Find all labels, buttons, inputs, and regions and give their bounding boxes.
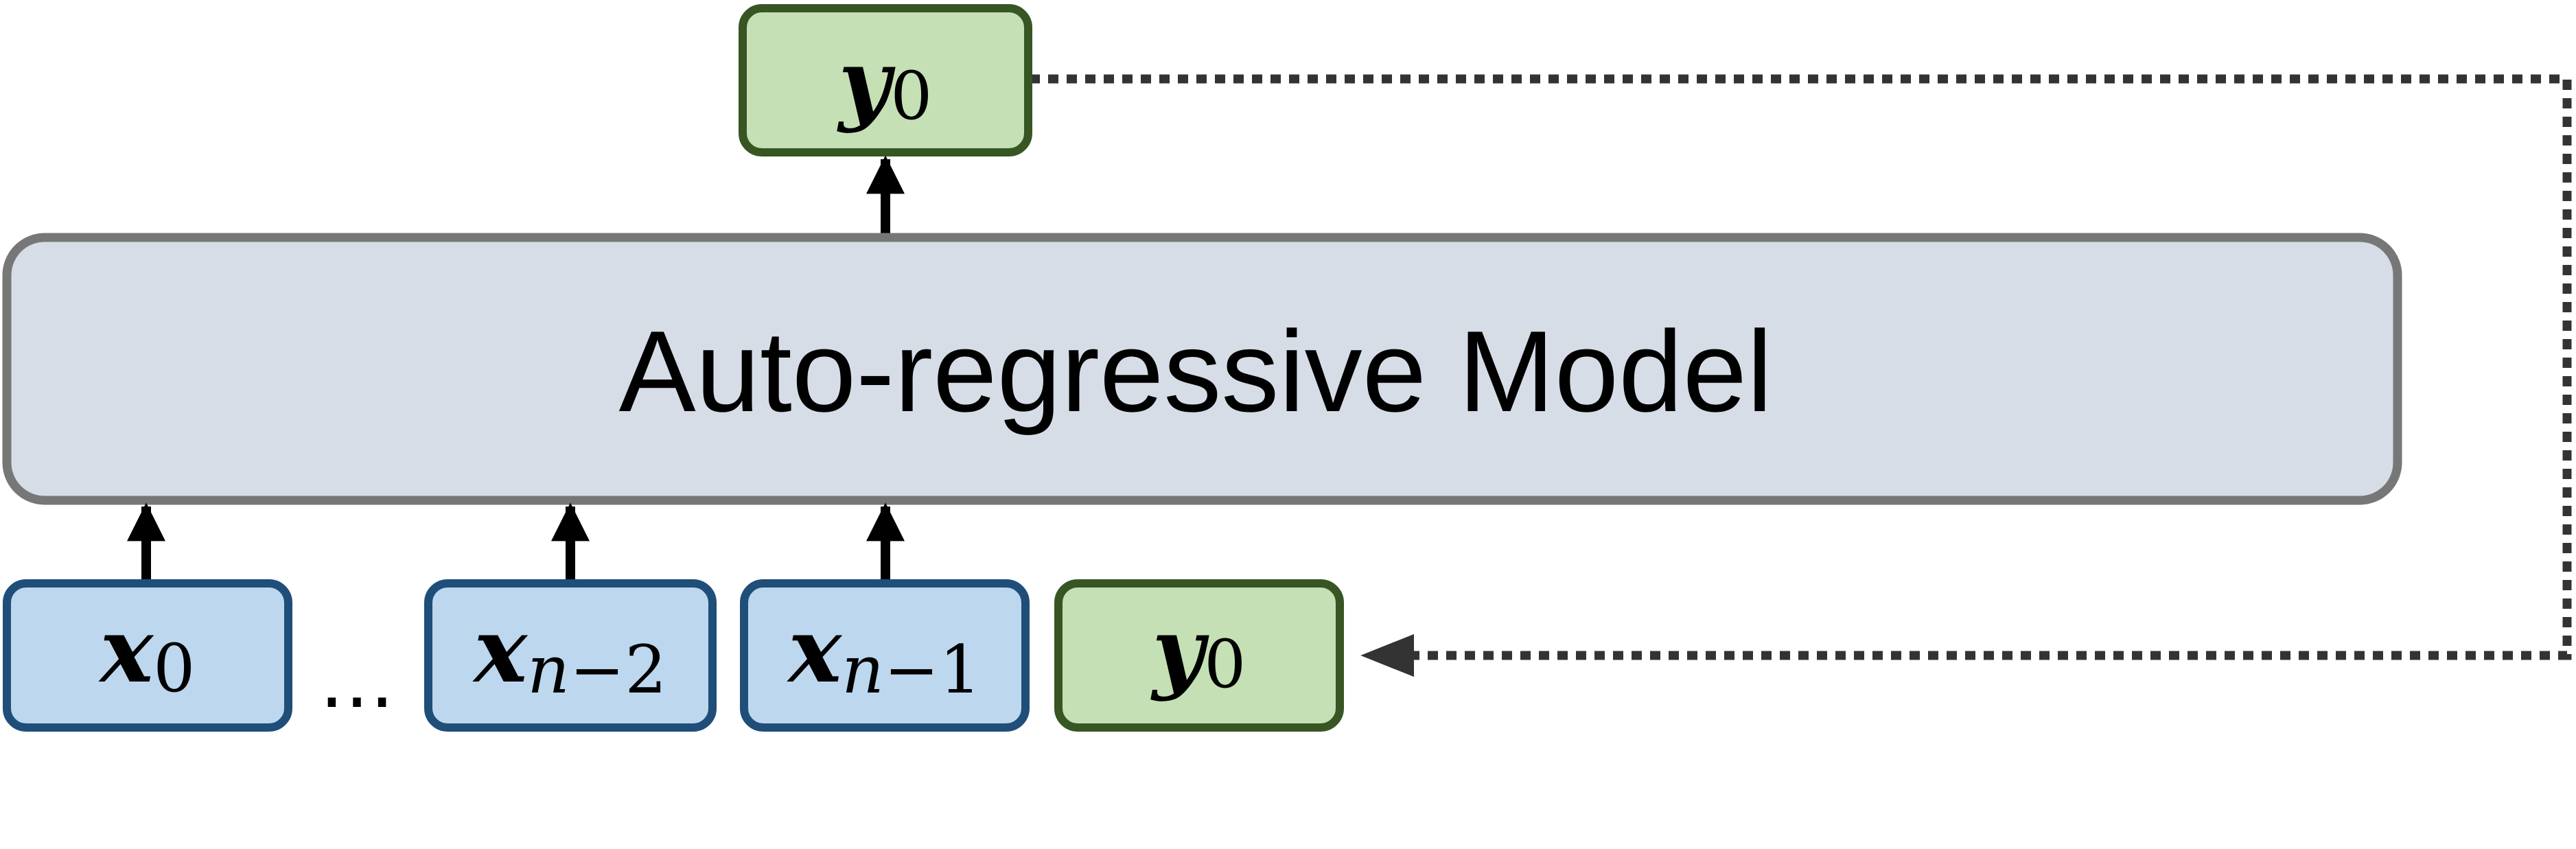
ellipsis: …: [319, 637, 395, 725]
output-var: y: [837, 30, 896, 135]
output-sub: 0: [890, 58, 932, 135]
output-box-rect: [739, 4, 1032, 156]
input-var-0: x: [98, 598, 154, 703]
input-subvar-2: n: [842, 631, 884, 708]
input-box-rect-0: [3, 579, 292, 732]
output-token-label: y0: [837, 30, 933, 135]
input-token-box-0: x0: [3, 579, 292, 732]
input-token-label-2: xn−1: [787, 598, 982, 708]
input-var-1: x: [472, 598, 529, 703]
feedback-loop-line: [1030, 74, 2572, 677]
model-box: Auto-regressive Model: [2, 233, 2402, 505]
fed-back-token-label: y0: [1150, 598, 1246, 703]
input-token-box-2: xn−1: [740, 579, 1030, 732]
fed-back-var: y: [1150, 598, 1209, 703]
fed-back-token-box: y0: [1054, 579, 1344, 732]
model-label: Auto-regressive Model: [619, 307, 1773, 436]
input-token-label-1: xn−2: [472, 598, 667, 708]
input-token-box-1: xn−2: [424, 579, 717, 732]
input-sub-2: −1: [884, 631, 982, 708]
input-var-2: x: [787, 598, 843, 703]
input-token-label-0: x0: [98, 598, 196, 707]
fed-back-sub: 0: [1204, 626, 1246, 703]
model-box-rect: [2, 233, 2402, 505]
input-box-rect-2: [740, 579, 1030, 732]
input-sub-0: 0: [153, 630, 195, 707]
input-box-rect-1: [424, 579, 717, 732]
fed-back-box-rect: [1054, 579, 1344, 732]
output-token-box: y0: [739, 4, 1032, 156]
input-subvar-1: n: [527, 631, 570, 708]
input-sub-1: −2: [570, 631, 667, 708]
